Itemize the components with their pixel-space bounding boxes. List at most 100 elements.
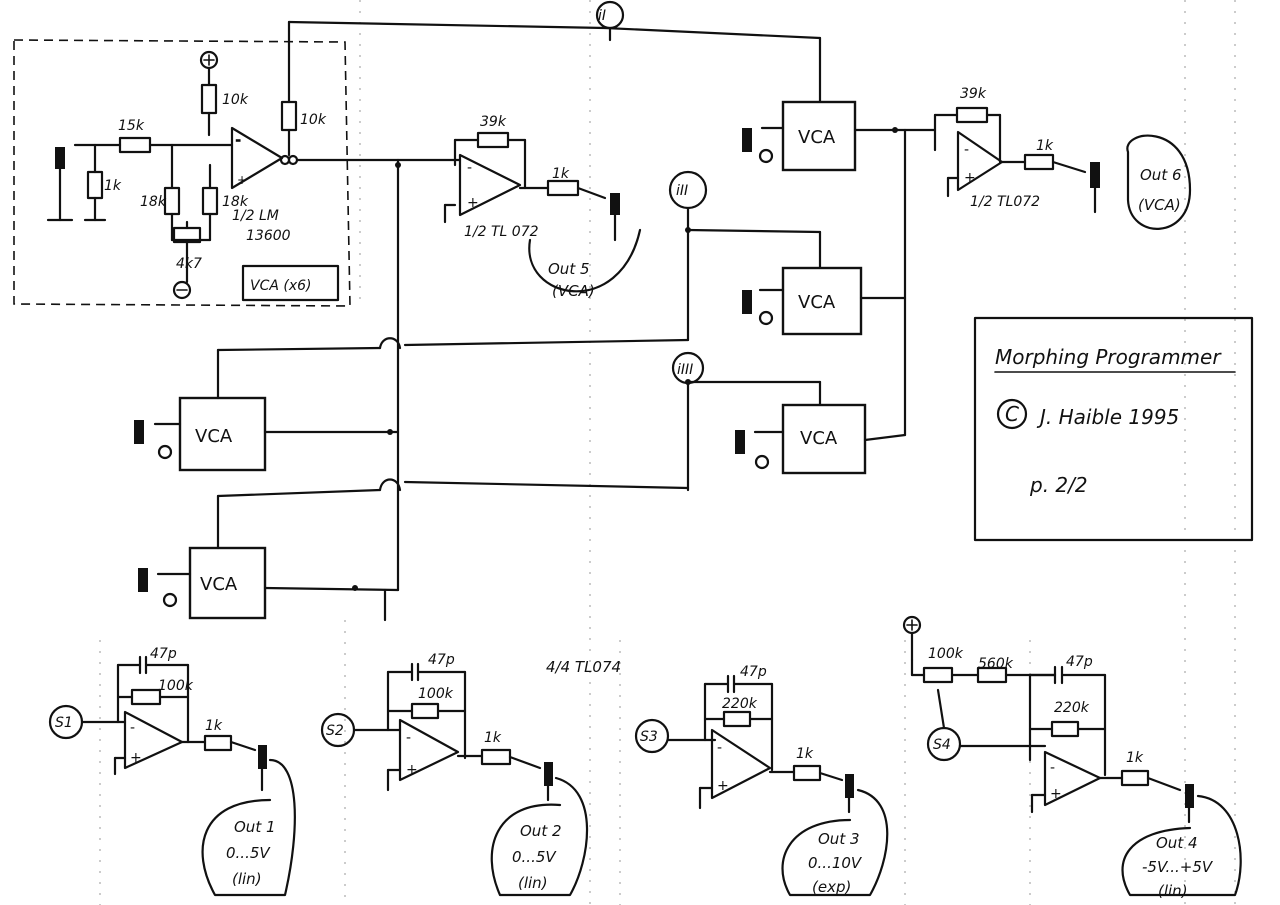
out6-label: Out 6 [1140, 166, 1182, 184]
svg-text:47p: 47p [150, 646, 177, 662]
label-ic: 1/2 LM [232, 208, 279, 224]
svg-text:(exp): (exp) [812, 878, 851, 896]
out6-ic: 1/2 TL072 [970, 194, 1040, 210]
svg-text:S2: S2 [326, 723, 344, 739]
jack-out6-icon [1090, 162, 1100, 188]
resistor-1k-out6 [1023, 153, 1055, 171]
copyright-symbol: C [1005, 402, 1019, 426]
svg-text:(lin): (lin) [1158, 882, 1188, 900]
jack-icon [742, 290, 752, 314]
out6-sub: (VCA) [1138, 196, 1181, 214]
page-text: p. 2/2 [1029, 473, 1088, 497]
out5-sub: (VCA) [552, 282, 595, 300]
svg-text:1k: 1k [796, 746, 814, 762]
opamp-out5 [458, 153, 522, 217]
svg-text:VCA: VCA [800, 428, 838, 449]
svg-text:+: + [467, 195, 479, 211]
svg-text:VCA: VCA [798, 127, 836, 148]
svg-text:-: - [1050, 760, 1055, 776]
svg-text:+: + [406, 762, 418, 778]
svg-text:Out 4: Out 4 [1156, 834, 1198, 852]
out5-stage: 39k -+ 1k 1/2 TL 072 Out 5 (VCA) [443, 114, 642, 300]
resistor-1k-out5 [546, 179, 580, 197]
jack-icon [138, 568, 148, 592]
stage-s1: S1 47p 100k -+ 1k Out 1 0...5V (lin) [48, 646, 296, 897]
opamp-s4 [1043, 750, 1102, 807]
opamp-out6 [956, 130, 1004, 192]
svg-text:Out 1: Out 1 [234, 818, 276, 836]
svg-text:1k: 1k [205, 718, 223, 734]
svg-text:VCA: VCA [798, 292, 836, 313]
vca-cell-detail: 1k 15k 18k 4k7 18k 10k - + 1/2 LM 13600 [13, 20, 351, 307]
input-i1-label: iI [598, 8, 606, 24]
svg-text:+: + [130, 750, 142, 766]
svg-text:47p: 47p [740, 664, 767, 680]
svg-text:-: - [236, 133, 240, 147]
svg-text:+: + [237, 173, 247, 187]
svg-text:-: - [130, 720, 135, 736]
svg-text:47p: 47p [1066, 654, 1093, 670]
svg-text:-: - [964, 142, 969, 158]
label-pot: 4k7 [176, 256, 202, 272]
vca-x6-box [241, 264, 340, 302]
jack-out3-icon [845, 774, 854, 798]
svg-text:100k: 100k [158, 678, 194, 694]
vca-block-low-right: VCA [735, 403, 867, 475]
vca-block-mid-left: VCA [134, 396, 267, 472]
svg-text:(lin): (lin) [518, 874, 548, 892]
svg-text:S3: S3 [640, 729, 658, 745]
label-ic2: 13600 [246, 228, 291, 244]
svg-text:0...5V: 0...5V [512, 848, 557, 866]
jack-out5-icon [610, 193, 620, 215]
svg-text:Out 3: Out 3 [818, 830, 860, 848]
jack-icon [735, 430, 745, 454]
svg-text:1k: 1k [484, 730, 502, 746]
vca-block-low-left: VCA [138, 546, 267, 620]
resistor-39k-out5 [476, 131, 510, 149]
stage-s3: S3 47p 220k -+ 1k Out 3 0...10V (exp) [634, 664, 889, 897]
stage-s4: 100k 560k S4 47p 220k -+ 1k Out 4 -5V...… [902, 615, 1242, 900]
out5-rf: 39k [480, 114, 507, 130]
title-text: Morphing Programmer [995, 345, 1222, 369]
opamp-s1 [123, 710, 184, 770]
svg-text:1k: 1k [1126, 750, 1144, 766]
input-i2-label: iII [676, 183, 688, 199]
svg-text:-: - [717, 740, 722, 756]
stage-s2: S2 47p 100k -+ 1k Out 2 0...5V (lin) [320, 652, 589, 897]
out6-r: 1k [1036, 138, 1054, 154]
jack-icon [742, 128, 752, 152]
opamp-s3 [710, 728, 772, 800]
out5-ic: 1/2 TL 072 [464, 224, 539, 240]
svg-text:560k: 560k [978, 656, 1014, 672]
svg-text:S4: S4 [933, 737, 951, 753]
svg-text:+: + [717, 778, 729, 794]
label-r-gnd: 1k [104, 178, 122, 194]
copyright-icon [996, 398, 1028, 430]
svg-text:S1: S1 [55, 715, 73, 731]
svg-text:100k: 100k [418, 686, 454, 702]
svg-text:220k: 220k [1054, 700, 1090, 716]
input-i3-label: iIII [677, 362, 693, 378]
vca-block-mid-right: VCA [742, 266, 863, 336]
svg-text:100k: 100k [928, 646, 964, 662]
jack-icon [134, 420, 144, 444]
svg-text:VCA: VCA [200, 574, 238, 595]
minus-supply-icon [172, 280, 192, 300]
svg-text:VCA: VCA [195, 426, 233, 447]
svg-text:47p: 47p [428, 652, 455, 668]
author-text: J. Haible 1995 [1036, 405, 1179, 429]
vca-x6-label: VCA (x6) [250, 278, 312, 294]
resistor-39k-out6 [955, 106, 989, 124]
resistor-10k-out [280, 100, 298, 132]
svg-text:+: + [964, 170, 976, 186]
resistor-1k [86, 170, 104, 200]
resistor-15k [118, 136, 152, 154]
label-r-out: 10k [300, 112, 327, 128]
svg-text:Out 2: Out 2 [520, 822, 562, 840]
out5-r: 1k [552, 166, 570, 182]
svg-text:(lin): (lin) [232, 870, 262, 888]
svg-text:220k: 220k [722, 696, 758, 712]
label-r-bias-r: 18k [222, 194, 249, 210]
pot-100k [922, 666, 954, 684]
